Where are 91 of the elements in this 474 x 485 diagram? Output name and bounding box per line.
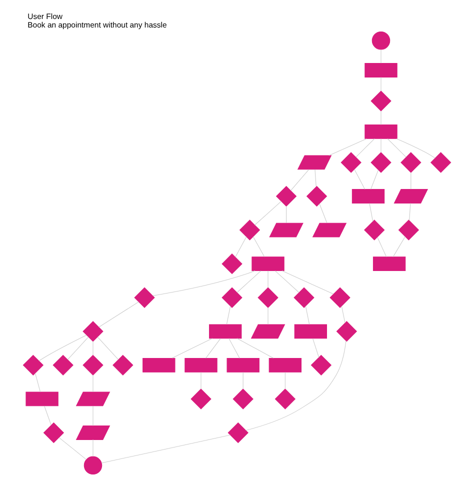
connector	[328, 138, 367, 156]
node-diamond	[364, 220, 385, 240]
connector	[236, 338, 274, 358]
connector	[38, 334, 87, 362]
node-diamond	[82, 321, 104, 342]
node-circle	[372, 31, 390, 50]
connector	[58, 437, 86, 460]
node-diamond	[330, 287, 350, 308]
node-diamond	[370, 152, 392, 173]
connector	[254, 201, 282, 226]
node-diamond	[400, 152, 422, 173]
node-parallelogram	[250, 324, 286, 339]
connector	[312, 338, 320, 358]
node-parallelogram	[76, 426, 110, 440]
node-diamond	[336, 321, 358, 342]
node-box	[142, 358, 176, 372]
node-circle	[84, 456, 102, 475]
node-parallelogram	[312, 222, 347, 238]
node-box	[364, 124, 398, 139]
connector	[377, 236, 387, 258]
node-diamond	[370, 90, 392, 112]
connector	[246, 340, 346, 431]
connector	[392, 236, 406, 258]
connector	[97, 336, 119, 360]
node-diamond	[398, 220, 420, 240]
connector	[369, 202, 374, 222]
node-box	[184, 358, 218, 372]
connector	[286, 206, 287, 224]
connector	[67, 336, 89, 360]
node-box	[364, 63, 398, 78]
node-box	[26, 392, 58, 406]
connector	[252, 236, 265, 257]
node-diamond	[82, 354, 104, 376]
connector	[226, 306, 231, 325]
node-box	[352, 189, 385, 204]
connector	[44, 406, 52, 426]
connector	[242, 372, 244, 390]
node-diamond	[22, 354, 44, 376]
node-diamond	[43, 422, 64, 444]
connector	[314, 169, 316, 187]
node-diamond	[134, 287, 155, 308]
connector	[206, 338, 221, 358]
connector	[274, 270, 300, 293]
node-box	[268, 358, 302, 372]
node-box	[209, 324, 242, 339]
node-parallelogram	[76, 392, 110, 406]
node-parallelogram	[269, 222, 304, 238]
connector	[387, 138, 406, 158]
connector	[410, 172, 412, 190]
connector	[370, 170, 379, 190]
connector	[92, 341, 94, 356]
node-box	[226, 358, 260, 372]
connector	[354, 169, 366, 190]
node-diamond	[258, 287, 278, 308]
node-diamond	[276, 186, 297, 207]
node-diamond	[274, 388, 296, 410]
connector	[356, 138, 375, 158]
node-box	[372, 256, 406, 272]
connector	[341, 306, 346, 324]
node-diamond	[222, 287, 242, 308]
node-diamond	[52, 354, 74, 376]
node-diamond	[228, 422, 248, 444]
node-box	[294, 324, 327, 339]
node-diamond	[112, 354, 134, 376]
connector	[152, 270, 256, 296]
connector	[305, 306, 310, 325]
node-diamond	[239, 220, 260, 240]
connector	[101, 434, 231, 464]
connector	[34, 372, 41, 392]
connector	[172, 338, 213, 358]
connector	[396, 138, 436, 158]
node-diamond	[430, 152, 452, 173]
node-diamond	[294, 287, 314, 308]
node-diamond	[340, 152, 362, 173]
connector	[235, 236, 247, 258]
connector	[284, 372, 286, 390]
node-parallelogram	[297, 155, 332, 170]
connector	[228, 338, 240, 358]
node-diamond	[190, 388, 212, 410]
connector	[282, 270, 334, 294]
node-diamond	[222, 253, 242, 274]
node-box	[252, 256, 284, 272]
node-diamond	[310, 354, 332, 376]
connector	[236, 270, 262, 293]
node-diamond	[232, 388, 254, 410]
connector	[98, 302, 139, 328]
connector	[409, 202, 411, 221]
connector	[319, 203, 328, 224]
node-diamond	[306, 186, 328, 207]
connector	[290, 169, 310, 191]
node-parallelogram	[394, 189, 428, 204]
